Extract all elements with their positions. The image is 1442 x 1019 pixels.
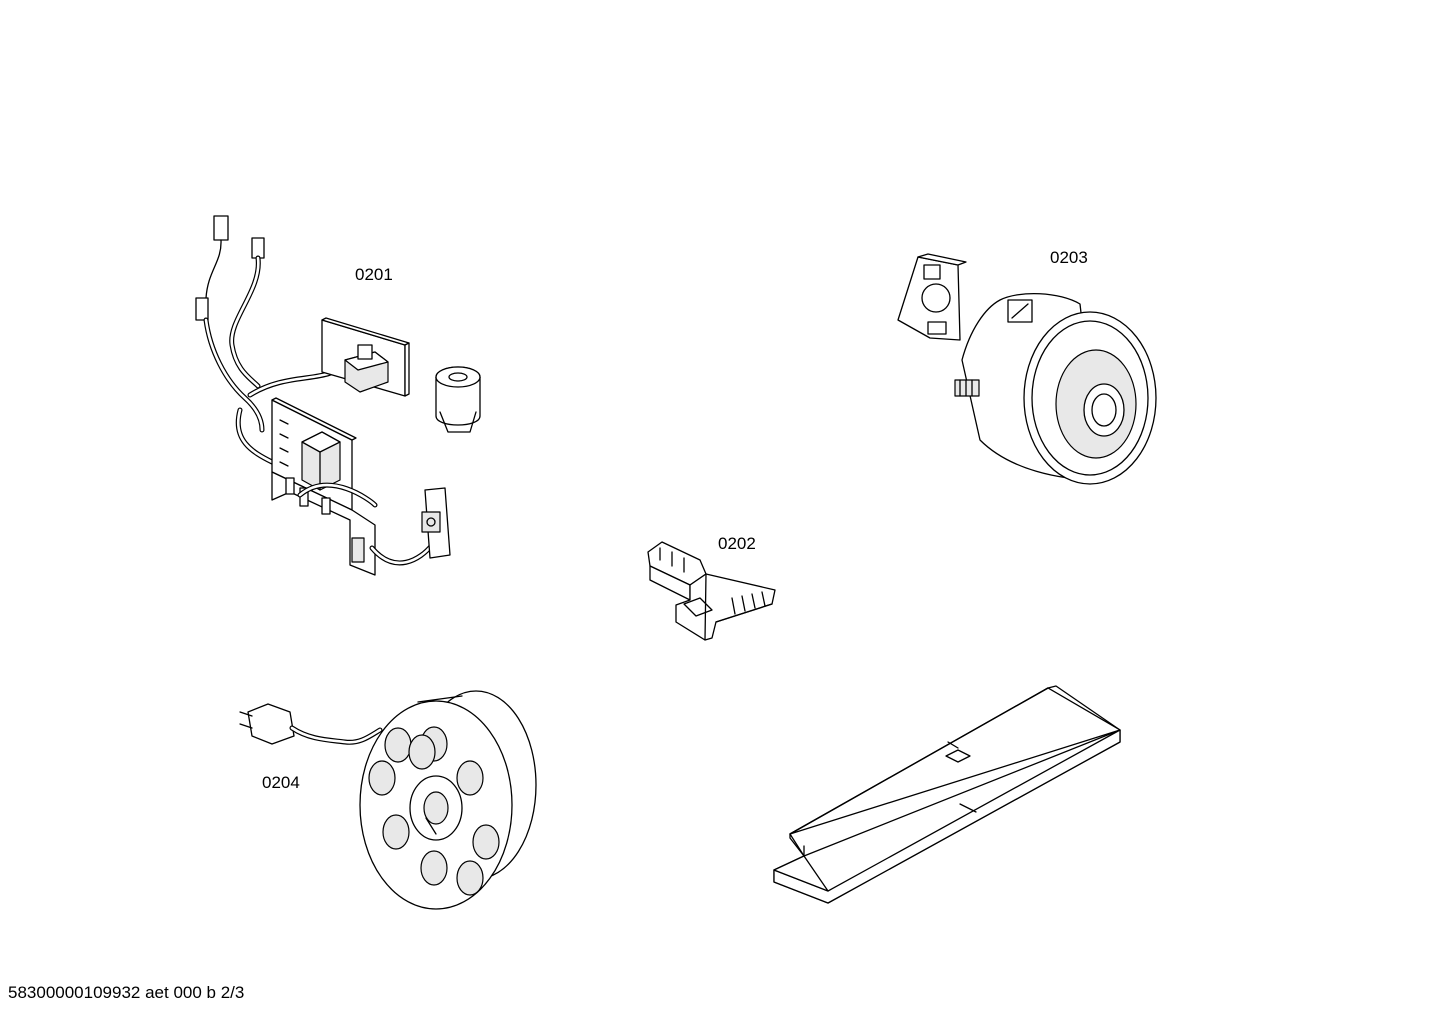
part-label-0204: 0204 (262, 773, 300, 792)
part-label-0201: 0201 (355, 265, 393, 284)
part-0203-motor (897, 253, 1157, 485)
part-0202-holder-clip (647, 541, 776, 641)
part-0204-cable-reel (239, 690, 537, 910)
drawing-reference-footer: 58300000109932 aet 000 b 2/3 (8, 983, 244, 1002)
part-label-0203: 0203 (1050, 248, 1088, 267)
part-flat-plate (773, 685, 1121, 904)
part-0201-electronics-assembly (195, 215, 481, 576)
part-label-0202: 0202 (718, 534, 756, 553)
